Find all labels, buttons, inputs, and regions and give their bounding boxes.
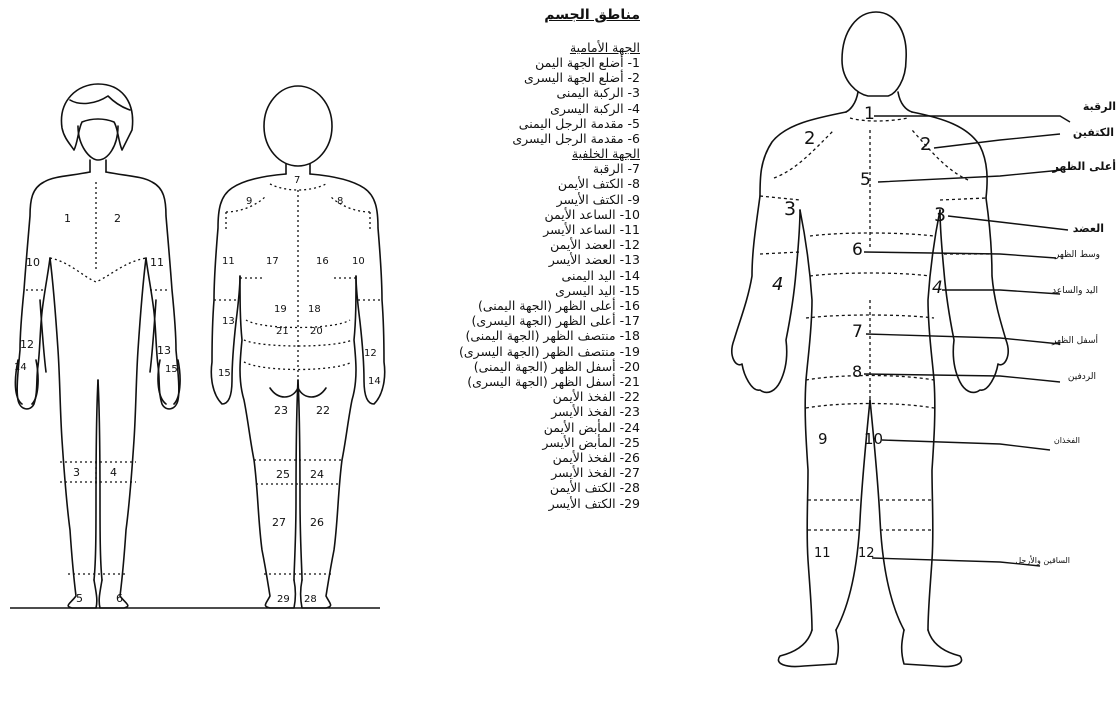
right-region-number: 6 xyxy=(852,240,863,260)
right-region-number: 2 xyxy=(804,128,815,149)
region-label-upper-back: أعلى الظهر xyxy=(1053,160,1116,173)
region-label-legs: الساقين والأرجل xyxy=(1015,556,1070,565)
right-region-number: 1 xyxy=(864,104,875,124)
region-label-mid-back: وسط الظهر xyxy=(1055,250,1100,260)
right-region-number: 5 xyxy=(860,170,871,190)
region-label-shoulders: الكتفين xyxy=(1073,126,1114,139)
right-region-number: 7 xyxy=(852,322,863,342)
right-region-number: 8 xyxy=(852,362,862,381)
right-region-number: 4 xyxy=(772,274,783,295)
right-region-number: 2 xyxy=(920,134,931,155)
region-label-lower-back: أسفل الظهر xyxy=(1052,336,1098,346)
right-region-number: 3 xyxy=(934,204,946,226)
region-label-hand-forearm: اليد والساعد xyxy=(1052,286,1098,296)
right-region-number: 3 xyxy=(784,198,796,220)
right-region-number: 12 xyxy=(858,546,875,561)
right-region-number: 10 xyxy=(864,430,883,448)
region-label-neck: الرقبة xyxy=(1083,100,1116,113)
right-region-number: 11 xyxy=(814,546,831,561)
right-region-number: 9 xyxy=(818,430,828,448)
region-label-buttocks: الردفين xyxy=(1068,372,1096,382)
region-label-upper-arm: العضد xyxy=(1073,222,1104,235)
region-label-thighs: الفخذان xyxy=(1054,436,1080,445)
right-region-number: 4 xyxy=(932,278,943,298)
